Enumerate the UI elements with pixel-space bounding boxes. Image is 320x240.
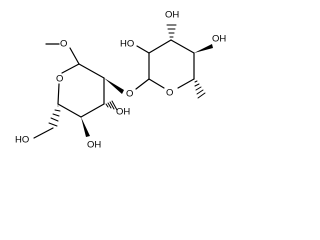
chemical-structure-diagram: O O O OH OH HO O HO OH OH — [15, 10, 226, 151]
bond-c4-c5 — [57, 103, 82, 118]
c3prime-hydroxyl-bond — [166, 24, 177, 38]
ring-2-bonds — [148, 39, 195, 89]
ring-1-c3-hydroxyl-label: OH — [116, 107, 130, 118]
glycosidic-linkage — [104, 78, 150, 94]
c4prime-hydroxyl-bond — [194, 44, 213, 53]
bond-c5-ring-oxygen — [57, 83, 60, 105]
c4-hydroxyl-bond — [81, 117, 90, 137]
bond-c3prime-c4prime — [170, 39, 195, 54]
ring-1-c4-hydroxyl-label: OH — [87, 140, 101, 151]
bond-ch2-hydroxyl — [33, 127, 54, 139]
ring-1-bonds — [57, 63, 105, 118]
ring-1-oxygen-label: O — [56, 74, 63, 85]
bond-c2prime-c3prime — [148, 39, 172, 54]
ring-2-c2-hydroxyl-label: HO — [120, 39, 134, 50]
c3-hydroxyl-bond — [105, 100, 118, 111]
bond-c1-c2 — [78, 63, 105, 79]
wedge-c2-glycosidic-oxygen — [104, 78, 124, 94]
hydroxymethyl-hydroxyl-label: HO — [15, 135, 29, 146]
ring-2-c3-hydroxyl-label: OH — [165, 10, 179, 21]
wedge-c4-hydroxyl — [81, 117, 90, 137]
c5prime-methyl-bond — [194, 80, 206, 99]
bond-ring-oxygen-c1prime — [148, 78, 165, 89]
glycosidic-oxygen-label: O — [126, 89, 133, 100]
bond-c1-methoxy-oxygen — [69, 47, 80, 65]
bond-ring-oxygen-c1 — [61, 63, 80, 74]
bond-glycosidic-oxygen-c1prime — [135, 78, 150, 90]
methoxy-oxygen-label: O — [60, 39, 67, 50]
wedge-c4prime-hydroxyl — [194, 44, 213, 53]
hydroxymethyl-group — [33, 105, 61, 139]
bond-c3-c4 — [80, 103, 105, 118]
c2prime-hydroxyl-bond — [136, 45, 150, 54]
ring-2-c4-hydroxyl-label: OH — [212, 34, 226, 45]
ring-2-oxygen-label: O — [166, 88, 173, 99]
bond-c5prime-ring-oxygen — [177, 78, 195, 89]
methoxy-group — [45, 43, 80, 65]
